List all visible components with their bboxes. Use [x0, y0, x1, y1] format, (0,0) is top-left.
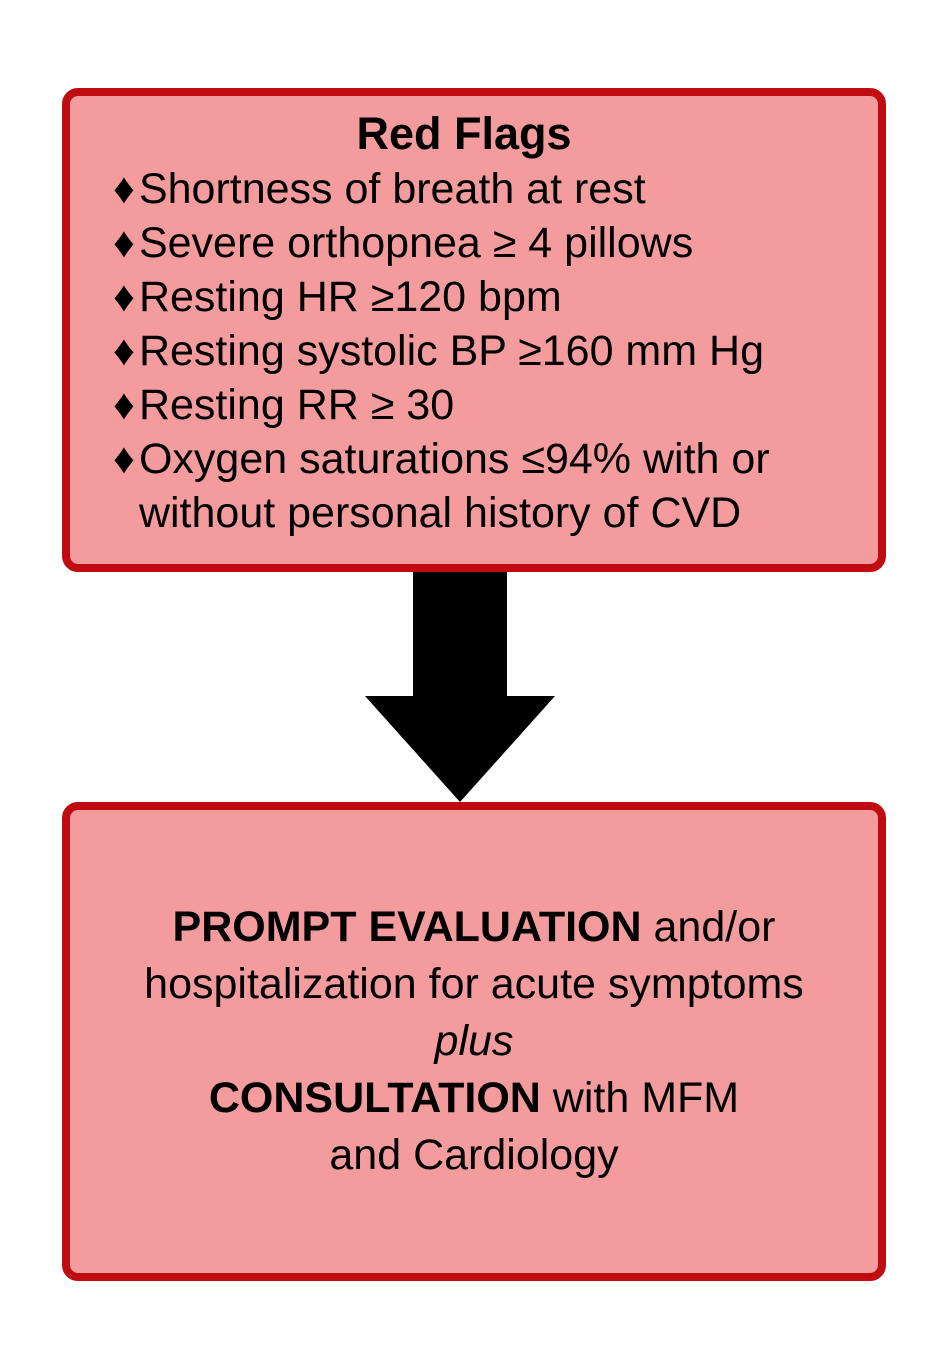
list-item: ♦ Severe orthopnea ≥ 4 pillows [113, 216, 848, 270]
list-item: ♦ Resting HR ≥120 bpm [113, 270, 848, 324]
list-item-text: Resting HR ≥120 bpm [138, 273, 562, 321]
action-line-4: CONSULTATION with MFM [70, 1070, 878, 1127]
action-line-1-rest: and/or [641, 903, 776, 951]
action-line-4-rest: with MFM [540, 1074, 740, 1122]
action-line-2: hospitalization for acute symptoms [144, 960, 804, 1008]
diamond-bullet-icon: ♦ [113, 219, 135, 267]
list-item-text: Resting RR ≥ 30 [138, 381, 455, 429]
list-item-text: Severe orthopnea ≥ 4 pillows [138, 219, 694, 267]
action-text: PROMPT EVALUATION and/or hospitalization… [70, 899, 878, 1184]
red-flags-title: Red Flags [356, 108, 572, 159]
action-line-5: and Cardiology [329, 1131, 619, 1179]
list-item: ♦ Resting systolic BP ≥160 mm Hg [113, 324, 848, 378]
list-item-text: Resting systolic BP ≥160 mm Hg [138, 327, 764, 375]
diamond-bullet-icon: ♦ [113, 327, 135, 375]
list-item-text: Shortness of breath at rest [138, 165, 646, 213]
list-item: ♦ Resting RR ≥ 30 [113, 378, 848, 432]
diamond-bullet-icon: ♦ [113, 381, 135, 429]
down-arrow-shaft [413, 572, 507, 696]
red-flags-box: Red Flags ♦ Shortness of breath at rest … [62, 88, 886, 572]
down-arrow [365, 572, 555, 802]
action-line-1-bold: PROMPT EVALUATION [172, 903, 642, 951]
action-line-4-bold: CONSULTATION [208, 1074, 541, 1122]
diamond-bullet-icon: ♦ [113, 273, 135, 321]
diamond-bullet-icon: ♦ [113, 435, 135, 483]
list-item-text: Oxygen saturations ≤94% with or without … [138, 435, 770, 537]
diamond-bullet-icon: ♦ [113, 165, 135, 213]
down-arrow-head-icon [365, 696, 555, 802]
action-line-3: plus [434, 1017, 514, 1065]
red-flags-list: ♦ Shortness of breath at rest ♦ Severe o… [70, 162, 858, 540]
action-line-1: PROMPT EVALUATION and/or [70, 899, 878, 956]
list-item: ♦ Oxygen saturations ≤94% with or withou… [113, 432, 848, 540]
action-box: PROMPT EVALUATION and/or hospitalization… [62, 802, 886, 1281]
list-item: ♦ Shortness of breath at rest [113, 162, 848, 216]
